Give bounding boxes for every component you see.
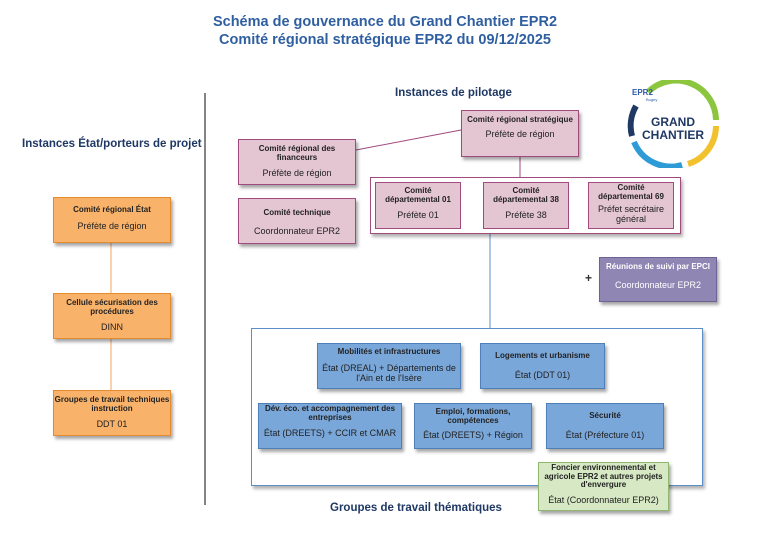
section-pilotage-label: Instances de pilotage [395,87,512,99]
box-foncier: Foncier environnemental et agricole EPR2… [538,462,669,511]
box-mobilites: Mobilités et infrastructures État (DREAL… [317,343,461,389]
page-title: Schéma de gouvernance du Grand Chantier … [212,14,558,30]
page-subtitle: Comité régional stratégique EPR2 du 09/1… [218,32,551,48]
box-comite-dep-38: Comité départemental 38 Préfète 38 [483,182,569,229]
box-comite-regional-etat: Comité régional État Préfète de région [53,197,171,243]
logo-ring-icon [627,77,719,170]
pilotage-connector-financeurs [355,129,462,151]
logo-epr2-text: EPR2 [632,88,653,97]
box-comite-dep-69: Comité départemental 69 Préfet secrétair… [588,182,674,229]
logo-wordmark: GRAND CHANTIER [642,115,704,142]
box-logements: Logements et urbanisme État (DDT 01) [480,343,605,389]
logo-bugey-text: Bugey [646,97,658,102]
section-groupes-label: Groupes de travail thématiques [330,502,502,514]
plus-sign: + [585,271,593,285]
box-comite-financeurs: Comité régional des financeurs Préfète d… [238,139,356,185]
box-comite-technique: Comité technique Coordonnateur EPR2 [238,198,356,244]
box-groupes-travail-techniques: Groupes de travail techniques instructio… [53,390,171,436]
grand-chantier-logo: EPR2 Bugey GRAND CHANTIER [626,77,720,170]
box-comite-strategique: Comité régional stratégique Préfète de r… [461,110,579,157]
box-cellule-securisation: Cellule sécurisation des procédures DINN [53,293,171,339]
box-securite: Sécurité État (Préfecture 01) [546,403,664,449]
box-dev-eco: Dév. éco. et accompagnement des entrepri… [258,403,402,449]
section-left-label: Instances État/porteurs de projet [22,138,202,150]
box-comite-dep-01: Comité départemental 01 Préfète 01 [375,182,461,229]
box-reunions-epci: Réunions de suivi par EPCI Coordonnateur… [599,257,717,302]
box-emploi: Emploi, formations, compétences État (DR… [414,403,532,449]
